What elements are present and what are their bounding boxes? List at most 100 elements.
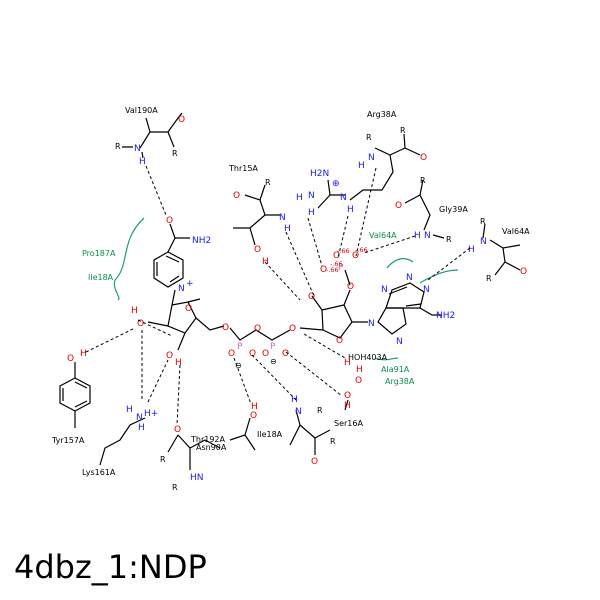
atom-o3-ribose2: O (347, 282, 354, 292)
residue-ser16a: O H Ser16A (334, 391, 363, 428)
hbond-o3-asn90a (176, 364, 181, 426)
atom-o-p2b: O (282, 349, 289, 359)
atom-r2-val64a: R (486, 274, 492, 283)
atom-o-p3c: O (352, 251, 359, 261)
hbond-ser16a (285, 351, 343, 397)
atom-o-arg38a: O (420, 153, 427, 163)
atom-hplus-lys161a: H+ (144, 409, 158, 419)
atom-n9-adenine: N (368, 319, 375, 329)
distance-4: -.66 (326, 266, 339, 274)
water-hoh403a: HOH403A O H H (344, 353, 388, 386)
atom-r-asn90a: R (160, 455, 166, 464)
atom-o-thr192a: O (250, 411, 257, 421)
atom-o5-ribose1: O (222, 323, 229, 333)
atom-r-val64a: R (480, 217, 486, 226)
hbond-val64a (427, 247, 471, 281)
atom-h-arg38a-3: H (308, 208, 315, 218)
hbond-thr15a-n (285, 231, 315, 297)
distance-3: -.66 (330, 260, 343, 268)
atom-h-arg38a: H (358, 161, 365, 171)
label-val64a-right: Val64A (502, 227, 530, 236)
residue-lys161a: H N H+ H Lys161A (82, 405, 158, 477)
atom-o2-ribose2: O (308, 292, 315, 302)
atom-h-o2: H (131, 306, 138, 316)
hbond-tyr157a (85, 327, 136, 353)
atom-h-water-2: H (356, 365, 363, 375)
atom-o-ser16a: O (344, 391, 351, 401)
page-title: 4dbz_1:NDP (14, 548, 207, 586)
atom-r-val190a-2: R (172, 149, 178, 158)
atom-n-arg38a: N (368, 153, 375, 163)
hbond-thr15a-og (264, 261, 301, 301)
atom-n2-arg38a: N (308, 191, 315, 201)
atom-o-gly39a: O (395, 201, 402, 211)
residue-thr192a: O H (229, 402, 258, 451)
atom-n3-adenine: N (381, 285, 388, 295)
diphosphate-bridge: P P O O O O O O ⊖ ⊖ (228, 324, 296, 370)
atom-o-ile18a: O (311, 457, 318, 467)
atom-o-bridge: O (254, 324, 261, 334)
atom-o3-ribose1: O (166, 351, 173, 361)
atom-nh2-amide: NH2 (192, 236, 211, 246)
charge-minus-p1: ⊖ (235, 361, 242, 370)
nicotinamide-ring: O NH2 N + (153, 216, 211, 294)
label-tyr157a: Tyr157A (51, 436, 85, 445)
residue-ile18a-bottom: H N R O R Ile18A (257, 395, 336, 467)
atom-r-gly39a: R (420, 176, 426, 185)
hydrophobic-arc-left (113, 217, 145, 301)
residue-gly39a: Gly39A O R N H R (395, 176, 468, 244)
atom-h-o3: H (175, 358, 182, 368)
hydrophobic-arc-valr (386, 258, 414, 269)
residue-tyr157a: O H Tyr157A (51, 349, 91, 445)
atom-o-asn90a: O (174, 425, 181, 435)
atom-n-thr15a: N (279, 213, 286, 223)
atom-h-water-1: H (344, 358, 351, 368)
atom-o-p3a: O (320, 265, 327, 275)
atom-n-gly39a: N (424, 231, 431, 241)
atom-h-gly39a: H (414, 231, 421, 241)
hbond-arg38a-1 (307, 217, 323, 267)
atom-r2-asn90a: R (172, 483, 178, 492)
label-thr15a: Thr15A (228, 164, 258, 173)
atom-o-water: O (355, 376, 362, 386)
atom-n3-arg38a: N (340, 193, 347, 203)
atom-h-val64a: H (468, 245, 475, 255)
atom-h-tyr157a: H (80, 349, 87, 359)
atom-r2-gly39a: R (446, 235, 452, 244)
label-lys161a: Lys161A (82, 468, 116, 477)
atom-h-arg38a-2: H (296, 193, 303, 203)
distance-1: -.66 (337, 247, 350, 255)
hbond-val190a (145, 165, 167, 216)
atom-o-amide: O (166, 216, 173, 226)
atom-o-p1a: O (228, 349, 235, 359)
atom-h-ser16a: H (344, 401, 351, 411)
hbond-arg38a-3 (355, 167, 377, 257)
atom-n1-adenine: N (423, 285, 430, 295)
atom-p3: P (338, 263, 344, 273)
atom-o-val190a: O (178, 115, 185, 125)
atom-h-thr192a: H (251, 402, 258, 412)
label-ser16a: Ser16A (334, 419, 363, 428)
atom-o4-ribose2: O (336, 336, 343, 346)
residue-asn90a: O R HN R Thr192A Asn90A (160, 425, 227, 492)
atom-hn-asn90a: HN (190, 473, 204, 483)
atom-o-p2a: O (262, 349, 269, 359)
label-gly39a: Gly39A (439, 205, 468, 214)
ribose-nicotinamide: O O H O H O (131, 289, 229, 368)
ribose-adenosine: O O O P O O O (299, 251, 368, 346)
atom-n1b-adenine: N (406, 273, 413, 283)
charge-plus-arg38a: ⊕ (332, 179, 340, 189)
atom-o-tyr157a: O (67, 354, 74, 364)
atom-h-val190a: H (139, 157, 146, 167)
atom-n-val64a: N (480, 237, 487, 247)
atom-h-lys161a: H (126, 405, 133, 415)
atom-p2: P (270, 342, 276, 352)
atom-n-ile18a: N (295, 407, 302, 417)
adenine-ring: N N N N N NH2 (368, 273, 455, 347)
charge-minus-p2: ⊖ (270, 357, 277, 366)
atom-o-thr15a: O (233, 191, 240, 201)
label-asn90a: Asn90A (196, 443, 227, 452)
hydrophobic-arc-ala91a (374, 357, 399, 361)
label-ile18a-left: Ile18A (88, 273, 114, 282)
